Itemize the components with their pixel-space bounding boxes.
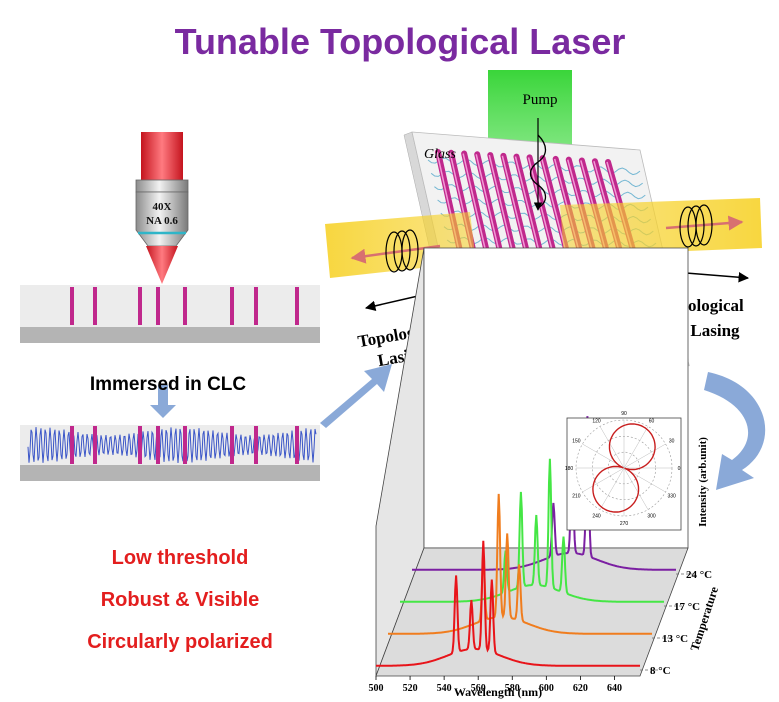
helix-loop: [687, 205, 705, 247]
defect-line: [183, 426, 187, 464]
chart-series: [376, 416, 696, 671]
feature-robust-visible: Robust & Visible: [101, 589, 260, 611]
x-tick-label: 580: [505, 683, 520, 694]
glass-label: Glass: [424, 147, 456, 162]
lasing-beam-right: [560, 198, 762, 256]
spectrum-series-line: [400, 458, 664, 603]
polar-spoke: [582, 467, 625, 493]
temperature-label: 17 °C: [674, 601, 700, 613]
polar-spoke: [623, 467, 649, 510]
chart-floor: [375, 547, 689, 677]
step-label: Immersed in CLC: [90, 374, 247, 395]
x-tick-label: 600: [539, 683, 554, 694]
down-arrow: [150, 385, 176, 418]
chart-temperature-labels: 24 °C 17 °C 13 °C 8 °C: [650, 569, 712, 677]
defect-line: [138, 287, 142, 325]
helix-loop: [393, 230, 411, 272]
polar-curve: [592, 423, 656, 513]
lasing-arrow-right: [685, 272, 750, 283]
polar-tick-label: 270: [620, 521, 629, 527]
feature-circularly-polarized: Circularly polarized: [87, 631, 273, 653]
defect-line: [183, 287, 187, 325]
x-tick-label: 500: [369, 683, 384, 694]
helix-loop: [695, 204, 713, 246]
defect-lines-2: [70, 426, 299, 464]
base-layer-2: [20, 465, 320, 481]
polar-tick-label: 330: [667, 494, 676, 500]
polar-inset: 0 30 60 90 120 150 180 210 240 270 300 330: [565, 411, 682, 531]
feature-low-threshold: Low threshold: [112, 547, 249, 569]
defect-line: [295, 287, 299, 325]
defect-line: [156, 426, 160, 464]
chart-x-ticks: 500 520 540 560 580 600 620 640: [369, 676, 622, 694]
defect-line: [295, 426, 299, 464]
objective-collar: [135, 179, 189, 193]
defect-line: [93, 287, 97, 325]
defect-line: [254, 287, 258, 325]
temperature-label: 24 °C: [686, 569, 712, 581]
clc-wave: [27, 427, 317, 464]
spectrum-series-line: [376, 540, 640, 667]
polar-spoke: [599, 426, 625, 469]
laser-beam-top: [141, 132, 183, 182]
polar-spoke: [623, 426, 649, 469]
defect-line: [93, 426, 97, 464]
x-tick-label: 640: [607, 683, 622, 694]
temperature-label: 13 °C: [662, 633, 688, 645]
defect-line: [230, 287, 234, 325]
defect-line: [138, 426, 142, 464]
substrate-before: [20, 285, 320, 343]
polar-tick-label: 90: [621, 411, 627, 417]
polar-spoke: [599, 467, 625, 510]
polar-tick-label: 210: [572, 494, 581, 500]
objective-lens: 40X NA 0.6: [135, 132, 189, 284]
polar-tick-label: 240: [592, 514, 601, 520]
chart-x-label: Wavelength (nm): [454, 685, 542, 699]
defect-line: [70, 287, 74, 325]
glass-layer: [20, 285, 320, 327]
polar-tick-label: 60: [649, 418, 655, 424]
polar-tick-label: 30: [669, 439, 675, 445]
polar-tick-label: 0: [678, 466, 681, 472]
polar-tick-label: 150: [572, 439, 581, 445]
diagonal-arrow: [320, 364, 392, 428]
base-layer: [20, 327, 320, 343]
x-tick-label: 540: [437, 683, 452, 694]
helix-loop: [401, 229, 419, 271]
spectrum-series-line: [388, 493, 652, 635]
pump-label: Pump: [522, 92, 557, 108]
defect-line: [70, 426, 74, 464]
polar-tick-label: 180: [565, 466, 574, 472]
objective-aperture: NA 0.6: [146, 215, 178, 227]
spectrum-series-line: [412, 416, 676, 571]
defect-line: [254, 426, 258, 464]
defect-line: [230, 426, 234, 464]
objective-magnification: 40X: [153, 201, 172, 213]
polar-tick-label: 120: [592, 418, 601, 424]
substrate-after: [20, 425, 320, 481]
laser-focus-cone: [146, 246, 178, 284]
lasing-right-line2: Lasing: [690, 321, 740, 340]
temperature-label: 8 °C: [650, 665, 671, 677]
x-tick-label: 520: [403, 683, 418, 694]
chart-z-label: Temperature: [687, 584, 721, 652]
chart-y-label: Intensity (arb.unit): [697, 437, 709, 527]
polar-spoke: [623, 443, 666, 469]
page-title: Tunable Topological Laser: [175, 21, 626, 62]
defect-line: [156, 287, 160, 325]
x-tick-label: 620: [573, 683, 588, 694]
pump-wave: [529, 134, 547, 209]
polarization-helix-right: [665, 204, 744, 248]
curved-arrow: [704, 372, 766, 490]
polar-tick-label: 300: [647, 514, 656, 520]
defect-lines: [70, 287, 299, 325]
x-tick-label: 560: [471, 683, 486, 694]
lasing-arrow-left: [364, 295, 419, 311]
